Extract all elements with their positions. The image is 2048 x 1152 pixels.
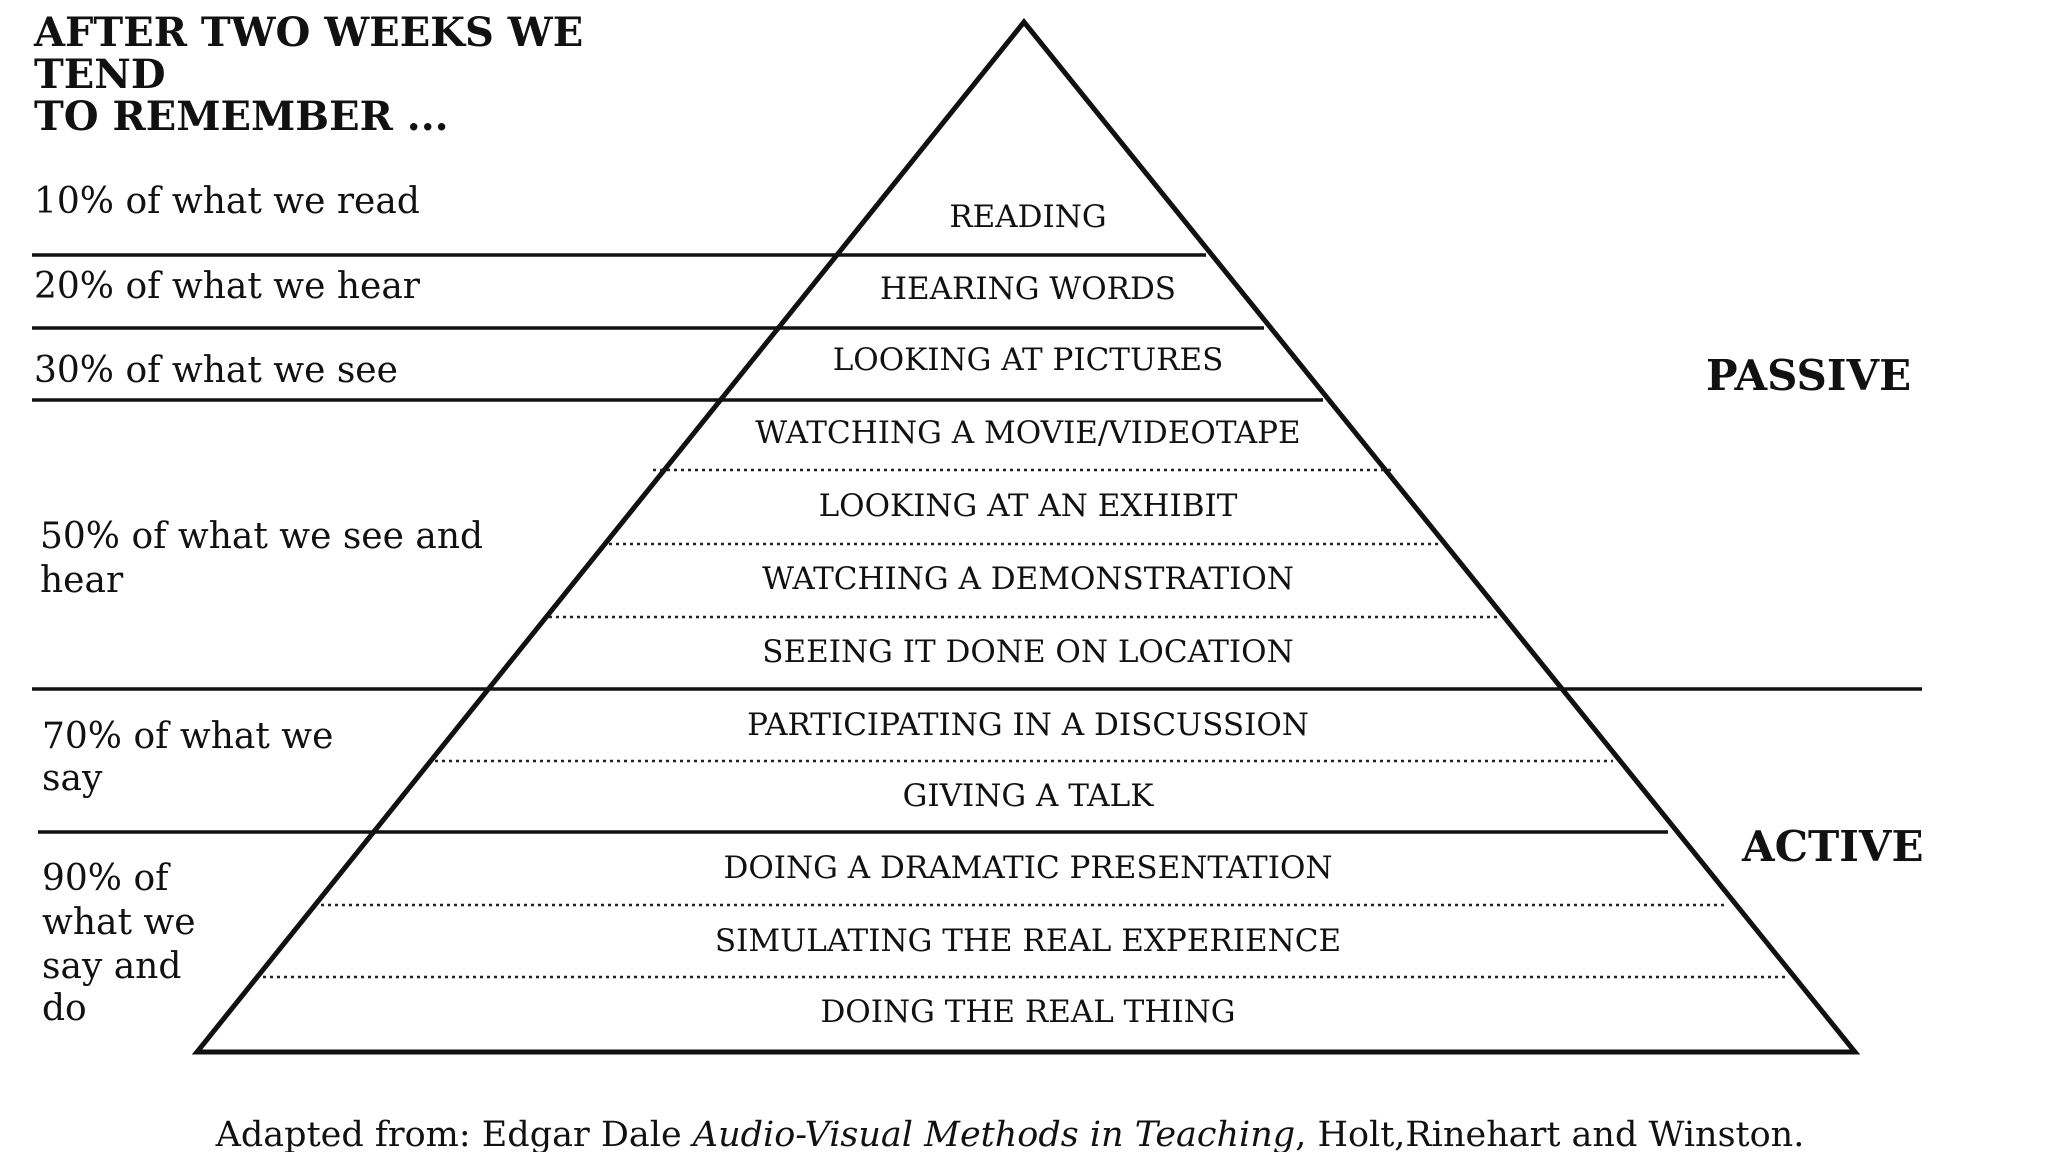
heading-line-2: TEND [34, 51, 166, 98]
pyramid-outline [191, 18, 1861, 1055]
retention-separators [32, 253, 1922, 834]
passive-label: PASSIVE [1706, 351, 1911, 400]
level-real-thing: DOING THE REAL THING [820, 994, 1235, 1030]
level-dividers [263, 468, 1785, 979]
level-simulating-experience: SIMULATING THE REAL EXPERIENCE [715, 923, 1341, 959]
retention-row-90: 90% of what we say and do [42, 858, 207, 1029]
level-looking-at-exhibit: LOOKING AT AN EXHIBIT [819, 488, 1238, 524]
level-seeing-on-location: SEEING IT DONE ON LOCATION [762, 634, 1293, 670]
pyramid-levels: READING HEARING WORDS LOOKING AT PICTURE… [715, 199, 1341, 1030]
level-reading: READING [949, 199, 1106, 235]
citation-title: Audio-Visual Methods in Teaching [690, 1115, 1295, 1152]
level-giving-talk: GIVING A TALK [903, 778, 1155, 814]
retention-labels: 10% of what we read 20% of what we hear … [34, 181, 495, 1029]
citation-prefix: Adapted from: Edgar Dale [215, 1115, 693, 1152]
retention-row-50: 50% of what we see and hear [40, 516, 495, 601]
retention-row-10: 10% of what we read [34, 181, 420, 222]
level-participating-discussion: PARTICIPATING IN A DISCUSSION [747, 707, 1309, 743]
active-label: ACTIVE [1741, 822, 1924, 871]
level-looking-at-pictures: LOOKING AT PICTURES [833, 342, 1224, 378]
level-dramatic-presentation: DOING A DRAMATIC PRESENTATION [724, 850, 1333, 886]
heading-line-3: TO REMEMBER ... [34, 93, 449, 140]
retention-row-20: 20% of what we hear [34, 266, 421, 307]
level-watching-demonstration: WATCHING A DEMONSTRATION [762, 561, 1294, 597]
level-hearing-words: HEARING WORDS [880, 271, 1176, 307]
citation-suffix: , Holt,Rinehart and Winston. [1295, 1115, 1804, 1152]
retention-row-30: 30% of what we see [34, 350, 398, 391]
citation: Adapted from: Edgar Dale Audio-Visual Me… [215, 1115, 1805, 1152]
retention-row-70: 70% of what we say [42, 716, 345, 799]
diagram-heading: AFTER TWO WEEKS WE TEND TO REMEMBER ... [33, 9, 597, 140]
level-watching-movie: WATCHING A MOVIE/VIDEOTAPE [755, 415, 1300, 451]
heading-line-1: AFTER TWO WEEKS WE [33, 9, 583, 56]
